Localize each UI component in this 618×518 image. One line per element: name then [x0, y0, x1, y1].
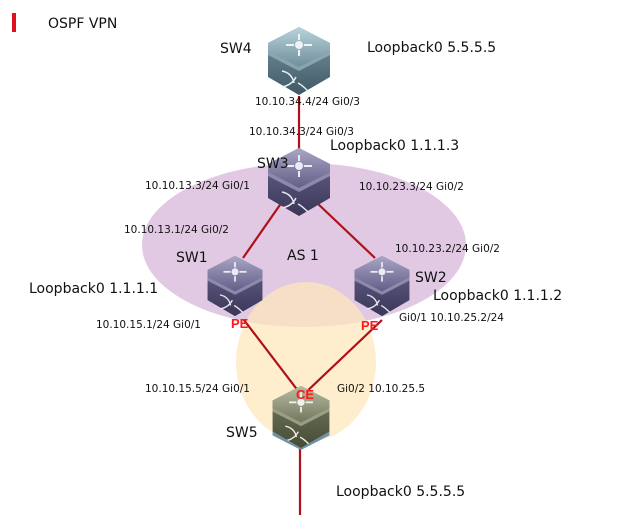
link-sw2-sw5: [301, 319, 383, 397]
as-zone-label: AS 1: [287, 248, 319, 264]
title-accent-bar: [12, 13, 16, 32]
sw2-loopback: Loopback0 1.1.1.2: [433, 288, 562, 304]
sw5-gi01-label: 10.10.15.5/24 Gi0/1: [145, 383, 250, 395]
sw3-gi02-label: 10.10.23.3/24 Gi0/2: [359, 181, 464, 193]
sw4-switch-icon[interactable]: [267, 26, 331, 96]
sw3-loopback: Loopback0 1.1.1.3: [330, 138, 459, 154]
sw5-loopback: Loopback0 5.5.5.5: [336, 484, 465, 500]
link-sw3-sw1: [242, 201, 283, 259]
sw1-gi01-label: 10.10.15.1/24 Gi0/1: [96, 319, 201, 331]
diagram-title: OSPF VPN: [48, 16, 117, 32]
sw4-gi03-label: 10.10.34.4/24 Gi0/3: [255, 96, 360, 108]
sw1-loopback: Loopback0 1.1.1.1: [29, 281, 158, 297]
sw2-gi02-label: 10.10.23.2/24 Gi0/2: [395, 243, 500, 255]
sw4-loopback: Loopback0 5.5.5.5: [367, 40, 496, 56]
sw3-gi03-label: 10.10.34.3/24 Gi0/3: [249, 126, 354, 138]
link-sw1-sw5: [243, 319, 303, 397]
sw1-role-tag: PE: [231, 316, 249, 331]
ce-zone: [236, 282, 376, 442]
sw2-name: SW2: [415, 270, 447, 286]
sw2-gi01-label: Gi0/1 10.10.25.2/24: [399, 312, 504, 324]
sw5-name: SW5: [226, 425, 258, 441]
link-sw3-sw2: [315, 201, 376, 259]
sw2-role-tag: PE: [361, 318, 379, 333]
sw3-name: SW3: [257, 156, 289, 172]
sw1-gi02-label: 10.10.13.1/24 Gi0/2: [124, 224, 229, 236]
sw3-gi01-label: 10.10.13.3/24 Gi0/1: [145, 180, 250, 192]
sw1-name: SW1: [176, 250, 208, 266]
sw5-role-tag: CE: [296, 387, 314, 402]
sw5-gi02-label: Gi0/2 10.10.25.5: [337, 383, 425, 395]
sw4-name: SW4: [220, 41, 252, 57]
